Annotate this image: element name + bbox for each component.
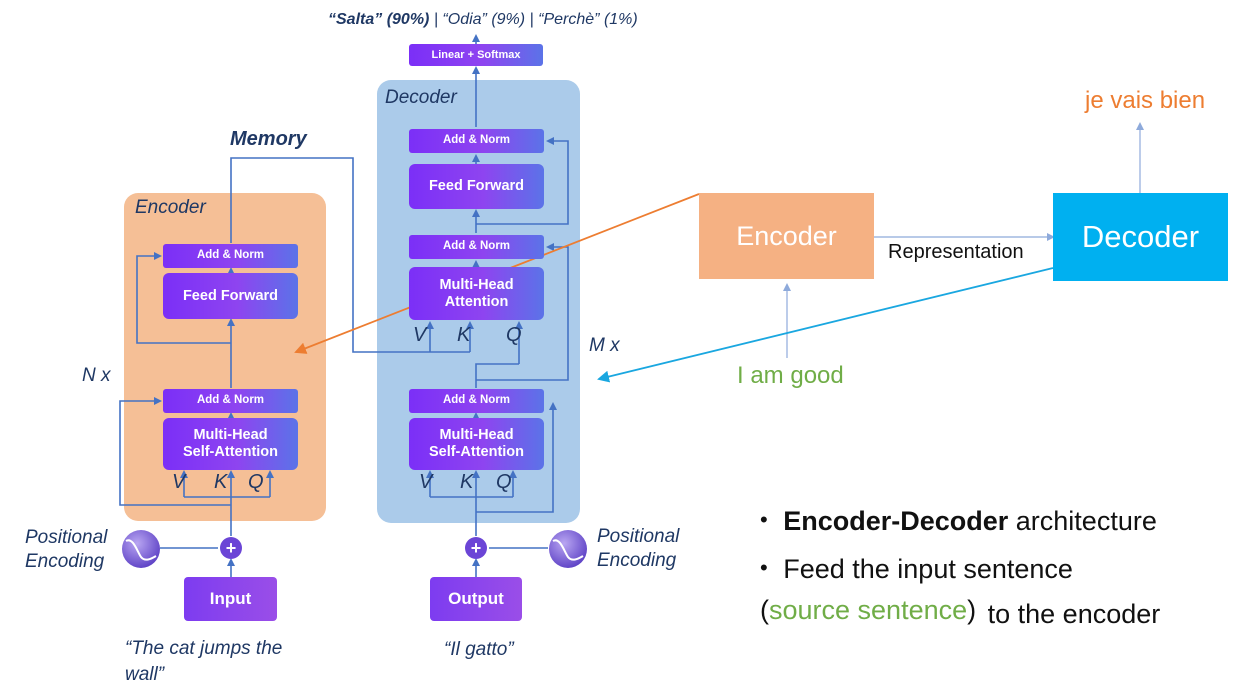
output-sentence: “Il gatto” <box>444 639 514 660</box>
encoder-q-label: Q <box>248 471 264 493</box>
bullet-3-close: ) <box>967 595 977 625</box>
bullet-3-open: ( <box>760 595 769 625</box>
encoder-add-norm-bottom: Add & Norm <box>163 389 298 413</box>
positional-right-line1: Positional <box>597 526 680 547</box>
right-decoder-box: Decoder <box>1053 193 1228 281</box>
encoder-repeat-label: N x <box>82 365 111 386</box>
input-block: Input <box>184 577 277 621</box>
decoder-add-circle: + <box>465 537 487 559</box>
bullet-2-text: Feed the input sentence <box>783 554 1073 584</box>
input-sentence-line1: “The cat jumps the <box>125 638 283 659</box>
encoder-feed-forward: Feed Forward <box>163 273 298 319</box>
decoder-mha-line2: Attention <box>444 293 509 310</box>
encoder-mhsa-line1: Multi-Head <box>193 427 268 444</box>
encoder-multi-head-self-attention: Multi-Head Self-Attention <box>163 418 298 470</box>
encoder-title: Encoder <box>135 197 206 218</box>
encoder-add-norm-top: Add & Norm <box>163 244 298 268</box>
bullet-1-bold: Encoder-Decoder <box>783 506 1009 536</box>
positional-left-line1: Positional <box>25 527 108 548</box>
encoder-k-label: K <box>214 471 228 493</box>
bullet-item-1: • Encoder-Decoder architecture <box>760 506 1157 537</box>
bullet-marker: • <box>760 555 768 580</box>
positional-encoding-right: Positional Encoding <box>597 525 679 574</box>
encoder-add-circle: + <box>220 537 242 559</box>
output-block: Output <box>430 577 522 621</box>
representation-label: Representation <box>888 241 1024 263</box>
encoder-mhsa-line2: Self-Attention <box>182 444 279 460</box>
input-sentence-line2: wall” <box>125 663 165 685</box>
decoder-add-norm-mid: Add & Norm <box>409 235 544 259</box>
sine-wave-icon <box>122 530 160 568</box>
decoder-q-label: Q <box>496 471 512 493</box>
bullet-1-rest: architecture <box>1008 506 1157 536</box>
decoder-v-mid-label: V <box>413 324 427 346</box>
decoder-k-label: K <box>460 471 474 493</box>
sine-wave-icon <box>549 530 587 568</box>
bullet-3-rest: to the encoder <box>980 599 1161 629</box>
bullet-3-green: source sentence <box>769 595 968 625</box>
decoder-add-norm-bottom: Add & Norm <box>409 389 544 413</box>
decoder-add-norm-top: Add & Norm <box>409 129 544 153</box>
decoder-feed-forward: Feed Forward <box>409 164 544 209</box>
decoder-mhsa-line1: Multi-Head <box>439 427 514 444</box>
decoder-repeat-label: M x <box>589 335 620 356</box>
target-sentence-text: je vais bien <box>1085 87 1206 114</box>
decoder-multi-head-attention: Multi-Head Attention <box>409 267 544 320</box>
positional-right-line2: Encoding <box>597 550 677 572</box>
decoder-mha-line1: Multi-Head <box>439 276 514 293</box>
linear-softmax-block: Linear + Softmax <box>409 44 543 66</box>
output-probabilities: “Salta” (90%) | “Odia” (9%) | “Perchè” (… <box>328 11 638 29</box>
memory-label: Memory <box>230 128 307 150</box>
input-sentence: “The cat jumps the wall” <box>125 636 282 687</box>
bullet-item-2: • Feed the input sentence <box>760 554 1073 585</box>
top-prob-perche: “Perchè” (1%) <box>538 11 638 28</box>
right-encoder-box: Encoder <box>699 193 874 279</box>
top-prob-odia: “Odia” (9%) <box>442 11 526 28</box>
top-prob-separator: | <box>429 11 443 28</box>
decoder-k-mid-label: K <box>457 324 471 346</box>
source-sentence-text: I am good <box>737 362 844 389</box>
bullet-item-2-continued: (source sentence) to the encoder <box>760 595 1161 629</box>
positional-left-line2: Encoding <box>25 551 105 573</box>
bullet-marker: • <box>760 507 768 532</box>
decoder-title: Decoder <box>385 87 457 108</box>
encoder-v-label: V <box>172 471 186 493</box>
decoder-q-mid-label: Q <box>506 324 522 346</box>
top-prob-separator: | <box>525 11 539 28</box>
decoder-v-label: V <box>419 471 433 493</box>
decoder-multi-head-self-attention: Multi-Head Self-Attention <box>409 418 544 470</box>
top-prob-salta: “Salta” (90%) <box>328 11 430 28</box>
positional-encoding-left: Positional Encoding <box>25 526 107 575</box>
decoder-mhsa-line2: Self-Attention <box>428 444 525 460</box>
